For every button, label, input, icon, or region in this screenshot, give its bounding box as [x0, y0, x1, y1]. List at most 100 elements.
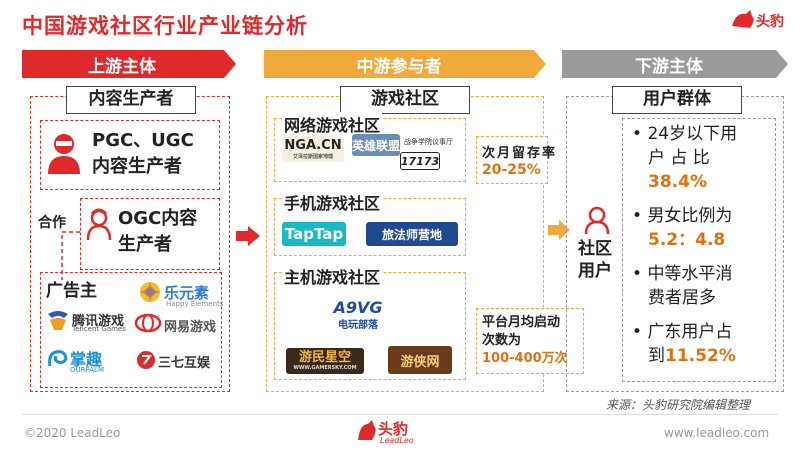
stat-item-age: • 24岁以下用 户 占 比 38.4% [632, 122, 772, 194]
stat-item-guangdong: • 广东用户占 到11.52% [632, 320, 772, 368]
lvfa-logo-text: 旅法师营地 [381, 227, 442, 242]
coop-label: 合作 [38, 215, 66, 231]
console-community-label: 主机游戏社区 [282, 264, 383, 288]
downstream-banner-label: 下游主体 [635, 56, 703, 77]
ogc-line-1: OGC内容 [118, 208, 198, 229]
game-community-label: 游戏社区 [340, 86, 470, 114]
happy-elements-logo-icon [140, 282, 160, 302]
stat-guangdong-line-2: 到11.52% [632, 344, 772, 368]
retention-box [476, 136, 548, 184]
advertiser-box [40, 272, 222, 388]
footer-logo-icon [358, 420, 376, 440]
stat-guangdong-value: 11.52% [665, 346, 736, 366]
ogc-box [80, 198, 220, 270]
nga-logo-text: NGA.CN [284, 137, 342, 153]
stat-consumer-text-2: 费者居多 [648, 288, 716, 308]
stat-age-line-1: • 24岁以下用 [632, 124, 738, 144]
advertiser-label: 广告主 [46, 281, 97, 301]
midstream-banner-shape [264, 50, 546, 78]
mobile-community-label: 手机游戏社区 [282, 190, 383, 214]
ogc-line-2: 生产者 [118, 234, 172, 255]
ourpalm-logo-icon [48, 350, 68, 367]
gamersky-logo-text: 游民星空 [298, 350, 351, 365]
g17173-logo: 17173 [400, 152, 440, 170]
stat-gender-value: 5.2：4.8 [648, 230, 726, 250]
upstream-banner-label: 上游主体 [88, 56, 156, 77]
xiayou-logo: 游侠网 [388, 346, 452, 374]
community-user-line-2: 用户 [578, 261, 612, 281]
netease-games-name: 网易游戏 [164, 320, 217, 335]
g17173-logo-text: 17173 [400, 154, 440, 168]
stat-age-value: 38.4% [648, 172, 707, 192]
gamersky-logo: 游民星空 WWW.GAMERSKY.COM [286, 348, 364, 374]
happy-elements-name: 乐元素 [164, 284, 210, 302]
lvfa-logo: 旅法师营地 [366, 222, 458, 246]
nga-logo-sub: 艾泽拉斯国家地理 [292, 153, 333, 160]
content-producer-label: 内容生产者 [66, 86, 196, 114]
retention-label: 次月留存率 [482, 146, 558, 161]
tencent-games-logo-icon [48, 311, 68, 330]
footer-copyright: ©2020 LeadLeo [24, 426, 121, 440]
arrow-right-icon [236, 226, 260, 246]
tencent-games-sub: Tencent Games [72, 325, 126, 333]
taptap-logo-text: TapTap [284, 225, 344, 243]
taptap-logo: TapTap [282, 222, 346, 246]
footer-divider [22, 414, 778, 415]
launch-label-1: 平台月均启动 [482, 315, 561, 330]
source-note: 来源：头豹研究院编辑整理 [606, 398, 751, 412]
pgc-ugc-line-1: PGC、UGC [92, 130, 194, 151]
footer-brand-sub: LeadLeo [380, 436, 414, 445]
coop-connector [61, 231, 80, 280]
ogc-text: OGC内容 生产者 [118, 206, 197, 258]
pgc-ugc-line-2: 内容生产者 [92, 156, 182, 177]
midstream-banner-label: 中游参与者 [356, 56, 442, 77]
community-user-text: 社区 用户 [578, 238, 612, 282]
stat-guangdong-text-1: 广东用户占 [647, 322, 733, 342]
a9vg-logo-text: A9VG [333, 297, 383, 317]
stat-age-text-2: 户 占 比 [648, 148, 710, 168]
stat-consumer-text-1: 中等水平消 [647, 264, 733, 284]
tencent-games-name: 腾讯游戏 [72, 314, 125, 329]
downstream-banner: 下游主体 [562, 50, 788, 78]
worker-icon [86, 208, 112, 240]
ourpalm-name: 掌趣 [70, 350, 103, 369]
upstream-banner-shape [22, 50, 236, 78]
gamersky-logo-sub: WWW.GAMERSKY.COM [293, 365, 357, 371]
a9vg-logo-sub: 电玩部落 [338, 319, 378, 331]
footer-url: www.leadleo.com [664, 426, 770, 440]
launch-label-2: 次数为 [482, 333, 522, 348]
happy-elements-sub: Happy Elements [166, 300, 224, 308]
lol-logo-text: 英雄联盟 [352, 138, 401, 153]
community-user-line-1: 社区 [578, 239, 612, 259]
stat-guangdong-text-2: 到 [648, 346, 665, 366]
launch-text: 平台月均启动 次数为 100-400万次 [482, 314, 568, 368]
stats-box [622, 118, 776, 382]
leadleo-logo-icon: 头豹 [728, 6, 786, 34]
a9vg-logo: A9VG 电玩部落 [318, 297, 398, 331]
upstream-banner: 上游主体 [22, 50, 236, 78]
stat-age-text-1: 24岁以下用 [647, 124, 738, 144]
arrow-right-icon-2 [548, 220, 570, 240]
stat-item-consumer: • 中等水平消 费者居多 [632, 262, 772, 310]
stat-consumer-line-1: • 中等水平消 [632, 264, 733, 284]
stat-item-gender: • 男女比例为 5.2：4.8 [632, 204, 772, 252]
sanqi-logo-icon [137, 351, 155, 369]
stat-guangdong-line-1: • 广东用户占 [632, 322, 733, 342]
user-group-label: 用户群体 [612, 86, 742, 114]
nga-logo: NGA.CN 艾泽拉斯国家地理 [282, 136, 344, 162]
footer-brand: 头豹 [378, 420, 409, 438]
downstream-banner-shape [562, 50, 788, 78]
user-icon [584, 206, 610, 234]
stat-gender-line-1: • 男女比例为 [632, 206, 733, 226]
retention-value: 20-25% [482, 162, 541, 178]
netease-games-logo-icon [134, 313, 162, 333]
page-title: 中国游戏社区行业产业链分析 [22, 14, 308, 38]
lol-logo: 英雄联盟 [352, 134, 400, 156]
person-icon [48, 134, 80, 174]
pgc-ugc-box [40, 120, 220, 190]
xiayou-logo-text: 游侠网 [400, 354, 440, 370]
stat-gender-text-1: 男女比例为 [647, 206, 733, 226]
pgc-ugc-text: PGC、UGC 内容生产者 [92, 128, 194, 180]
sanqi-name: 三七互娱 [158, 356, 211, 371]
ourpalm-sub: OURPALM [70, 366, 104, 374]
